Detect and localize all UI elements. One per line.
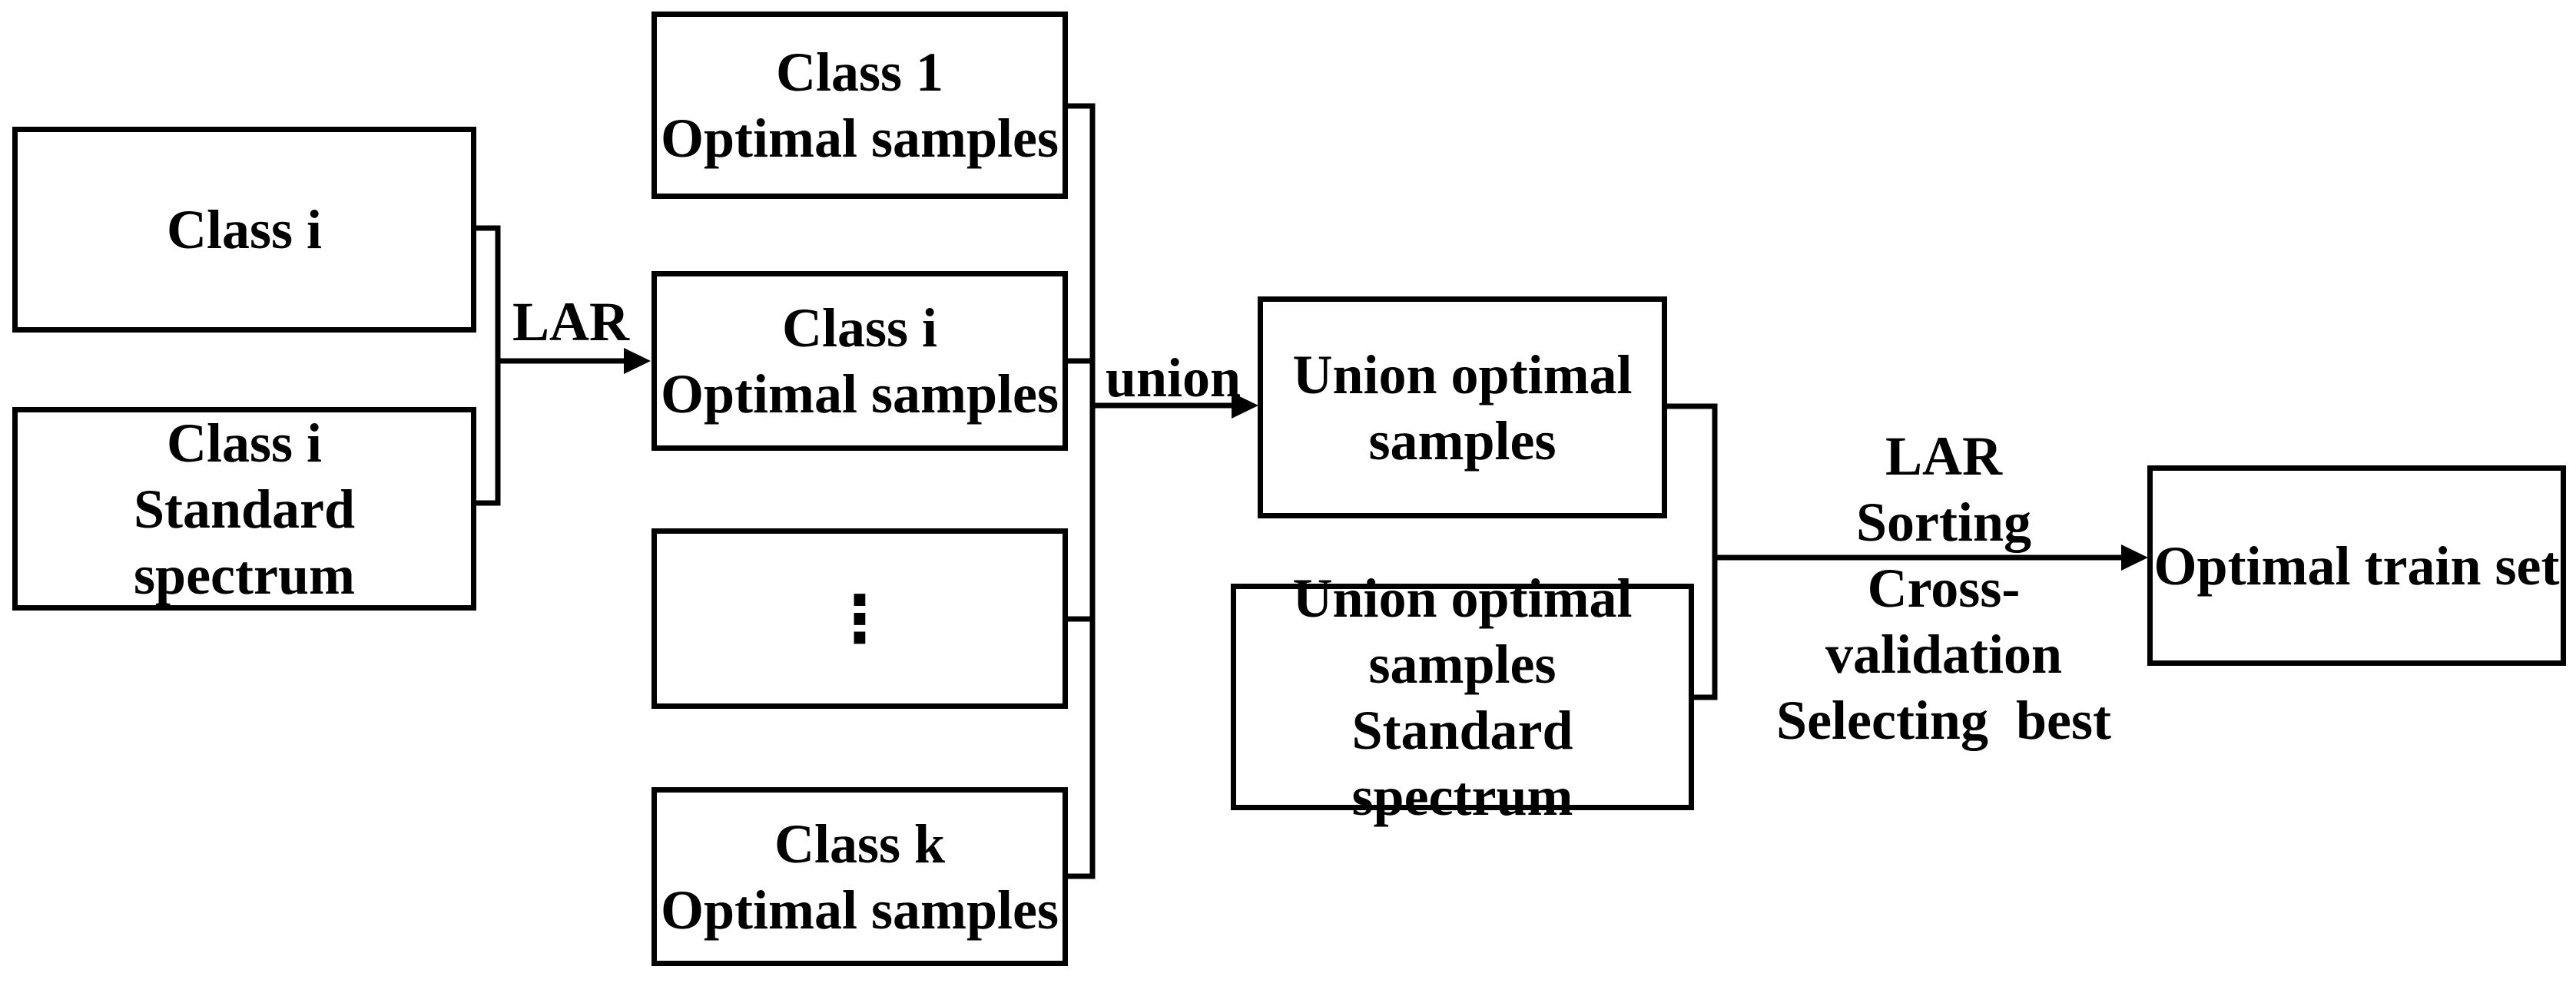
left-pair-bracket [476,225,501,506]
final-arrowhead-icon [2121,544,2148,571]
node-optimal-train-set: Optimal train set [2147,465,2566,666]
middle-bracket [1068,103,1096,879]
lar-edge-label: LAR [512,291,629,352]
node-vertical-ellipsis: ⋮ [651,528,1068,709]
node-class-1-optimal-samples: Class 1 Optimal samples [651,12,1068,199]
final-edge-label: LAR Sorting Cross-validation Selecting b… [1776,425,2111,751]
union-edge-label: union [1105,347,1242,409]
right-pair-bracket [1667,403,1718,700]
lar-arrowhead-icon [624,348,651,374]
node-union-optimal-samples: Union optimal samples [1258,296,1667,518]
node-class-k-optimal-samples: Class k Optimal samples [651,787,1068,966]
node-union-optimal-samples-standard-spectrum: Union optimal samples Standard spectrum [1231,568,1694,827]
union-arrowhead-icon [1232,392,1258,419]
node-class-i-standard-spectrum: Class i Standard spectrum [12,407,476,611]
node-class-i: Class i [12,127,476,333]
node-class-i-optimal-samples: Class i Optimal samples [651,271,1068,451]
